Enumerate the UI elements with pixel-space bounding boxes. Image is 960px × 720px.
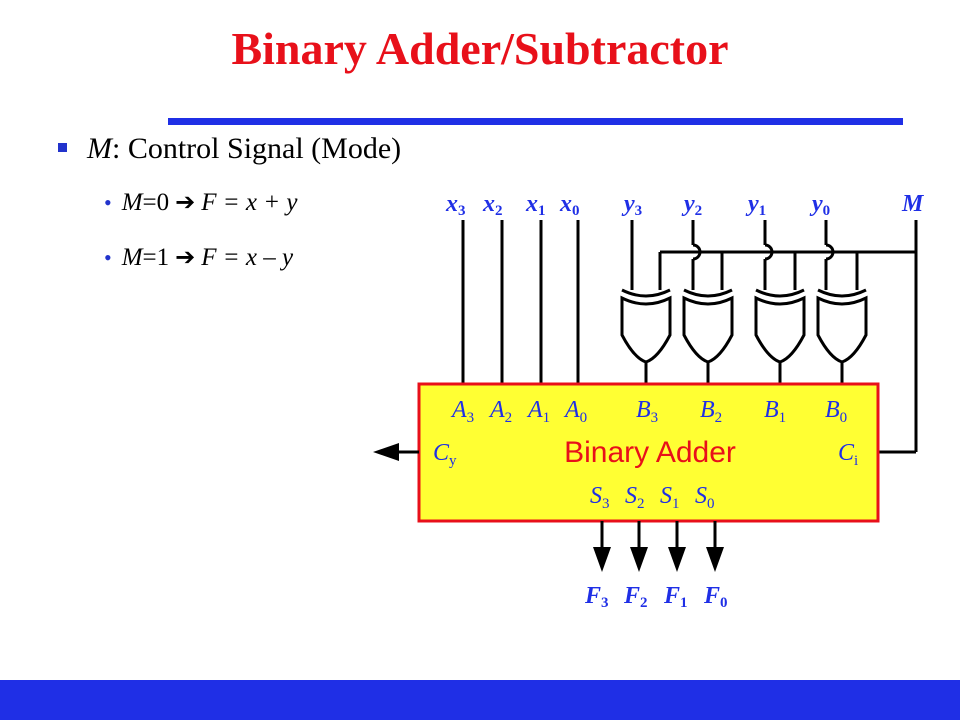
f0-label: F0 [703, 583, 728, 611]
xor-gate-2 [682, 288, 734, 384]
xor-gate-1 [754, 288, 806, 384]
bullet-text: : Control Signal (Mode) [112, 132, 402, 165]
x2-label: x2 [482, 191, 503, 219]
case-subtract: • M=1➔F = x – y [104, 243, 293, 272]
x1-label: x1 [525, 191, 546, 219]
carry-out-arrow [373, 443, 419, 461]
x-input-labels: x3 x2 x1 x0 [445, 191, 580, 219]
s3-port: S3 [590, 483, 610, 512]
a-ports: A3 A2 A1 A0 [450, 397, 587, 426]
mode-label: M [901, 191, 925, 217]
a2-port: A2 [488, 397, 512, 426]
y3-label: y3 [621, 191, 642, 219]
xor-gate-3 [620, 288, 672, 384]
s1-port: S1 [660, 483, 680, 512]
carry-in-port: Ci [838, 440, 858, 469]
implies-arrow-icon: ➔ [175, 188, 196, 216]
y1-label: y1 [745, 191, 766, 219]
binary-adder-box [417, 382, 880, 523]
arrow-down-icon [593, 547, 611, 572]
slide-title: Binary Adder/Subtractor [231, 23, 729, 74]
arrow-left-icon [373, 443, 399, 461]
case-add: • M=0➔F = x + y [104, 188, 297, 217]
mode-variable: M [87, 132, 112, 165]
mode-bus [658, 220, 918, 454]
f3-label: F3 [584, 583, 609, 611]
a0-port: A0 [563, 397, 587, 426]
case-expr: = x – y [216, 244, 294, 271]
arrow-down-icon [668, 547, 686, 572]
bullet-control-signal: M: Control Signal (Mode) [58, 132, 401, 166]
case-f: F [201, 244, 217, 271]
case-eq: =0 [142, 189, 170, 216]
dot-bullet-icon: • [104, 245, 112, 270]
y0-label: y0 [809, 191, 830, 219]
xor-gates [620, 288, 868, 384]
b3-port: B3 [636, 397, 658, 426]
output-labels: F3 F2 F1 F0 [584, 583, 728, 611]
a1-port: A1 [526, 397, 550, 426]
s0-port: S0 [695, 483, 715, 512]
square-bullet-icon [58, 142, 67, 152]
x0-label: x0 [559, 191, 580, 219]
b0-port: B0 [825, 397, 847, 426]
carry-out-port: Cy [433, 440, 457, 469]
s2-port: S2 [625, 483, 645, 512]
b-ports: B3 B2 B1 B0 [636, 397, 847, 426]
case-eq: =1 [142, 244, 170, 271]
dot-bullet-icon: • [104, 190, 112, 215]
x3-label: x3 [445, 191, 466, 219]
f1-label: F1 [663, 583, 688, 611]
xor-gate-0 [816, 288, 868, 384]
b1-port: B1 [764, 397, 786, 426]
title-rule [168, 118, 903, 125]
y-wires [630, 220, 835, 290]
x-wires [461, 220, 580, 384]
case-f: F [201, 189, 217, 216]
f2-label: F2 [623, 583, 648, 611]
arrow-down-icon [630, 547, 648, 572]
footer-bar [0, 680, 960, 720]
y-input-labels: y3 y2 y1 y0 [621, 191, 830, 219]
case-m: M [121, 189, 143, 216]
case-expr: = x + y [216, 189, 298, 216]
binary-adder-title: Binary Adder [564, 436, 736, 469]
b2-port: B2 [700, 397, 722, 426]
y2-label: y2 [681, 191, 702, 219]
case-m: M [121, 244, 143, 271]
a3-port: A3 [450, 397, 474, 426]
implies-arrow-icon: ➔ [175, 243, 196, 271]
arrow-down-icon [706, 547, 724, 572]
s-ports: S3 S2 S1 S0 [590, 483, 715, 512]
output-arrows [593, 521, 724, 572]
